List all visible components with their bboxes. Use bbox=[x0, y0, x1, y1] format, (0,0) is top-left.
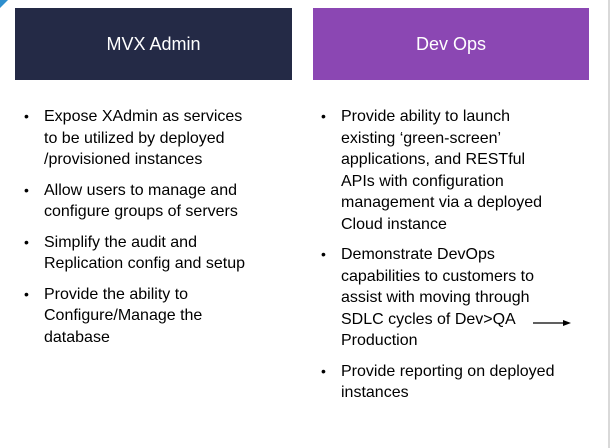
bullet-item: • Allow users to manage and configure gro… bbox=[24, 180, 286, 223]
mvx-admin-bullet-list: • Expose XAdmin as services to be utilize… bbox=[24, 106, 286, 357]
bullet-item: • Simplify the audit and Replication conf… bbox=[24, 232, 286, 275]
bullet-dot-icon: • bbox=[321, 246, 326, 262]
dev-ops-title: Dev Ops bbox=[415, 33, 487, 54]
bullet-dot-icon: • bbox=[24, 233, 29, 250]
bullet-item: • Provide reporting on deployed instances bbox=[321, 361, 589, 404]
bullet-text: Demonstrate DevOps capabilities to custo… bbox=[341, 246, 534, 349]
mvx-admin-header: MVX Admin bbox=[15, 8, 292, 80]
bullet-dot-icon: • bbox=[321, 108, 326, 124]
bullet-dot-icon: • bbox=[24, 285, 29, 302]
bullet-item: • Provide the ability to Configure/Manage… bbox=[24, 284, 286, 349]
bullet-dot-icon: • bbox=[24, 181, 29, 198]
bullet-text: Provide reporting on deployed instances bbox=[341, 362, 555, 402]
dev-ops-bullet-list: • Provide ability to launch existing ‘gre… bbox=[321, 106, 589, 413]
bullet-item: • Demonstrate DevOps capabilities to cust… bbox=[321, 244, 589, 352]
bullet-text: Simplify the audit and Replication confi… bbox=[44, 233, 246, 273]
bullet-dot-icon: • bbox=[321, 362, 326, 379]
corner-accent bbox=[0, 0, 8, 8]
bullet-item: • Expose XAdmin as services to be utilize… bbox=[24, 106, 286, 171]
dev-ops-header: Dev Ops bbox=[313, 8, 589, 80]
slide-edge-divider bbox=[608, 0, 610, 448]
bullet-dot-icon: • bbox=[24, 108, 29, 124]
bullet-text: Provide the ability to Configure/Manage … bbox=[44, 285, 203, 346]
bullet-item: • Provide ability to launch existing ‘gre… bbox=[321, 106, 589, 235]
bullet-text: Allow users to manage and configure grou… bbox=[44, 181, 238, 221]
bullet-text: Provide ability to launch existing ‘gree… bbox=[341, 108, 543, 233]
arrow-right-icon bbox=[533, 320, 571, 326]
mvx-admin-title: MVX Admin bbox=[106, 33, 201, 54]
bullet-text: Expose XAdmin as services to be utilized… bbox=[44, 108, 243, 168]
